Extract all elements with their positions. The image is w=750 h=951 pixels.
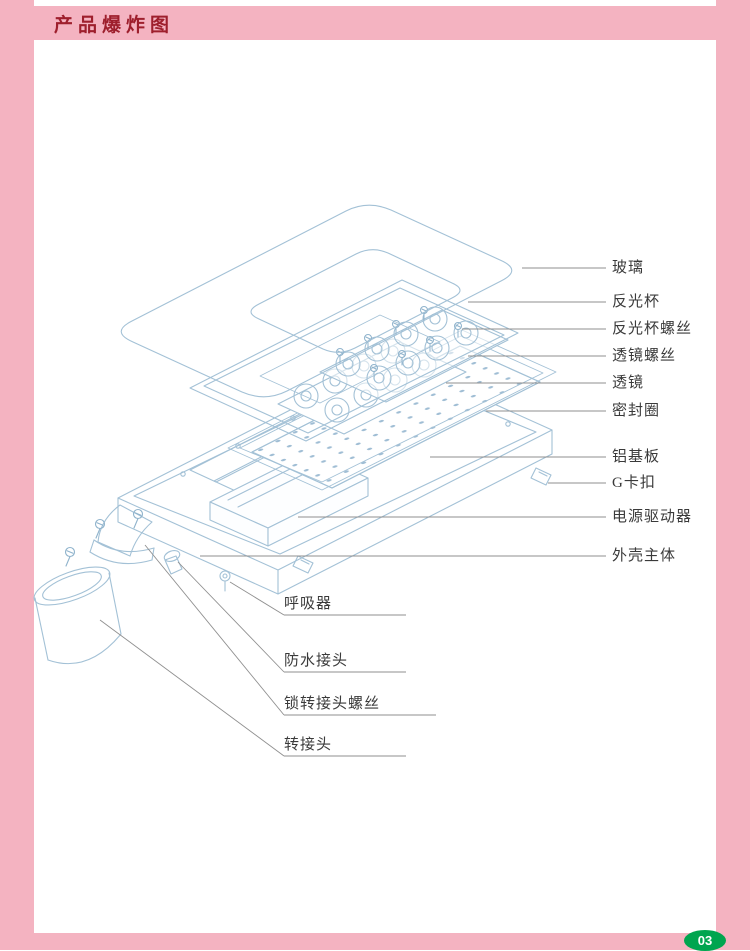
waterproof-connector-shape bbox=[163, 550, 183, 575]
part-label-reflector-cup-screws: 反光杯螺丝 bbox=[612, 321, 693, 337]
part-label-reflector-cup: 反光杯 bbox=[612, 294, 661, 310]
breather-shape bbox=[219, 570, 231, 592]
part-label-sealing-ring: 密封圈 bbox=[612, 403, 661, 419]
page-border-left bbox=[0, 0, 34, 950]
leader-lines bbox=[99, 267, 606, 757]
arm-and-adapter-shape bbox=[33, 504, 231, 665]
page-header: 产品爆炸图 bbox=[34, 6, 716, 40]
part-label-aluminum-baseplate: 铝基板 bbox=[612, 449, 661, 465]
page-title: 产品爆炸图 bbox=[54, 14, 175, 36]
part-label-housing-body: 外壳主体 bbox=[612, 548, 677, 564]
glass-panel-shape bbox=[120, 204, 513, 398]
page-border-bottom bbox=[0, 933, 750, 950]
part-label-g-clip: G卡扣 bbox=[612, 475, 656, 491]
part-label-breather: 呼吸器 bbox=[284, 596, 333, 612]
part-label-adapter: 转接头 bbox=[284, 737, 333, 753]
part-label-lock-adapter-screws: 锁转接头螺丝 bbox=[284, 696, 381, 712]
lock-adapter-screws-shape bbox=[64, 508, 144, 567]
part-label-power-driver: 电源驱动器 bbox=[612, 509, 693, 525]
page-number-badge: 03 bbox=[684, 930, 726, 951]
page-border-right bbox=[716, 0, 750, 950]
g-clip-shape bbox=[292, 467, 552, 574]
adapter-pole-shape bbox=[33, 566, 122, 665]
part-label-waterproof-connector: 防水接头 bbox=[284, 653, 349, 669]
part-label-lens-screws: 透镜螺丝 bbox=[612, 348, 677, 364]
page-number: 03 bbox=[697, 933, 713, 948]
part-label-glass: 玻璃 bbox=[612, 260, 645, 276]
part-label-lens: 透镜 bbox=[612, 375, 645, 391]
reflector-cup-shape bbox=[189, 279, 519, 442]
